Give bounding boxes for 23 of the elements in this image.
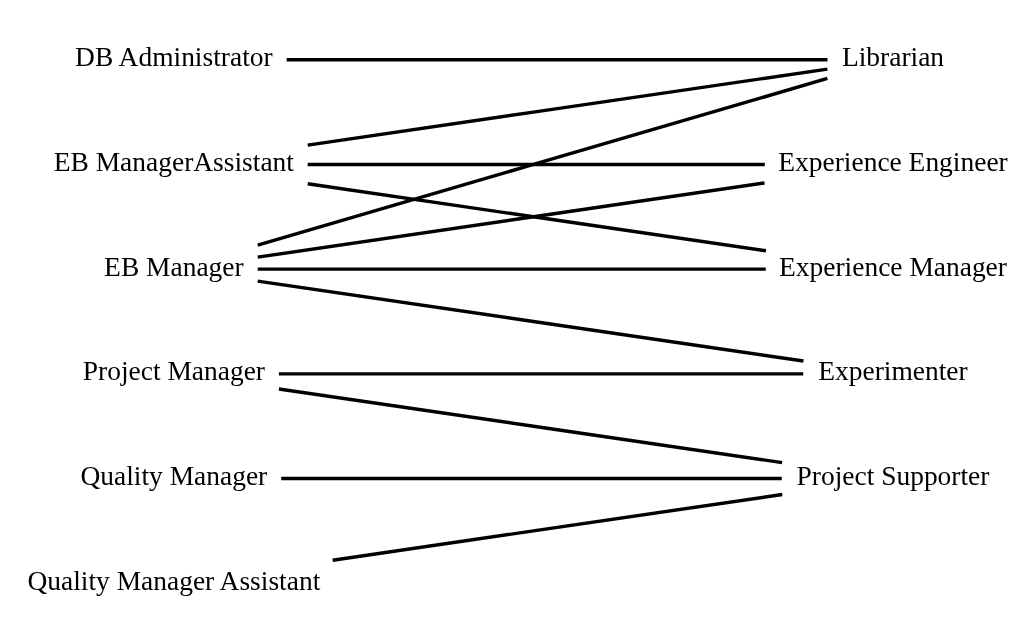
node-text: EB Manager — [104, 251, 244, 282]
node-text: Experience Manager — [779, 251, 1007, 282]
connector — [257, 76, 828, 247]
node-text: Project Manager — [82, 355, 265, 386]
node-text: Quality Manager — [80, 460, 268, 491]
connector — [257, 266, 766, 271]
connector — [257, 278, 804, 363]
connector — [278, 386, 783, 464]
connector — [286, 57, 828, 61]
node-text: Quality Manager Assistant — [27, 565, 321, 596]
node-text: Librarian — [841, 41, 945, 72]
node-text: Project Supporter — [796, 460, 990, 491]
node-text: EB ManagerAssistant — [53, 146, 294, 177]
connector — [307, 162, 765, 166]
connector — [307, 66, 828, 147]
connector — [278, 371, 804, 376]
connector — [332, 492, 783, 562]
node-text: DB Administrator — [75, 41, 273, 72]
connector — [257, 180, 765, 259]
connector — [307, 181, 767, 252]
node-text: Experimenter — [818, 355, 968, 386]
connector — [281, 476, 782, 480]
node-text: Experience Engineer — [778, 146, 1008, 177]
